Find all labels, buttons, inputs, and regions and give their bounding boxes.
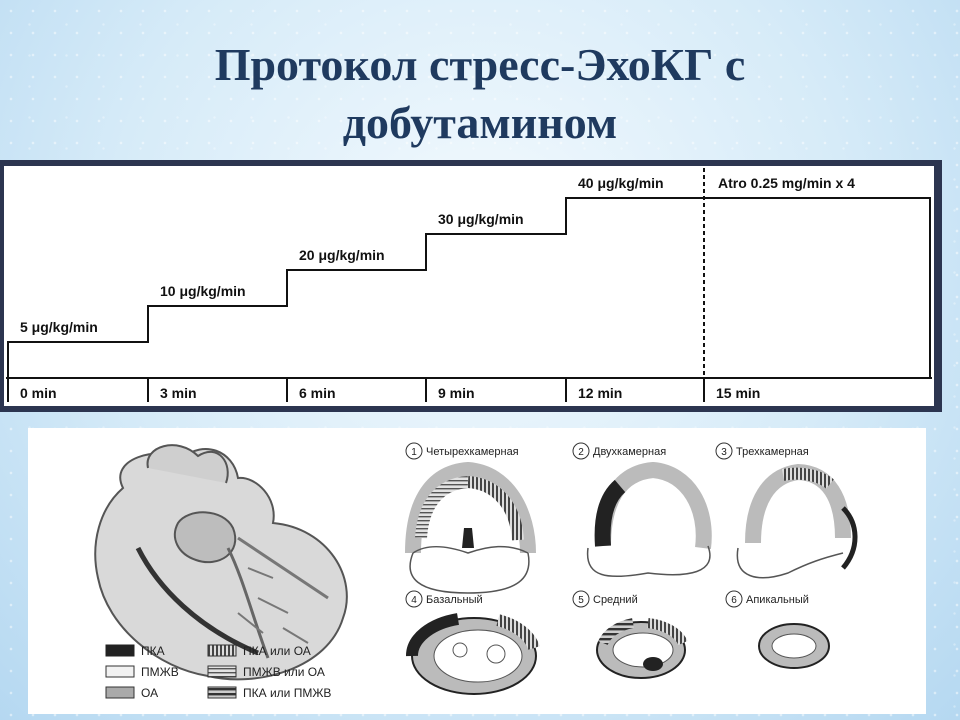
short-axis-apical-view	[758, 623, 830, 669]
time-label: 15 min	[716, 385, 760, 401]
view-label-5: Средний	[593, 594, 638, 606]
legend-label-rca-or-lcx: ПКА или ОА	[243, 644, 311, 658]
legend-label-rca: ПКА	[141, 644, 165, 658]
heart-illustration	[94, 444, 348, 681]
time-label: 0 min	[20, 385, 57, 401]
view-num-4: 4	[411, 595, 417, 606]
time-label: 9 min	[438, 385, 475, 401]
legend-swatch-rca	[105, 644, 135, 657]
short-axis-mid-view	[596, 618, 688, 679]
step-label: 20 μg/kg/min	[299, 247, 385, 263]
step-label: 40 μg/kg/min	[578, 175, 664, 191]
protocol-step-diagram: 5 μg/kg/min 10 μg/kg/min 20 μg/kg/min 30 μg…	[6, 168, 932, 402]
legend-label-lad-or-lcx: ПМЖВ или ОА	[243, 665, 325, 679]
title-line-1: Протокол стресс-ЭхоКГ с	[214, 39, 746, 90]
four-chamber-view	[405, 461, 536, 594]
view-label-2: Двухкамерная	[593, 446, 666, 458]
legend-swatch-lcx	[105, 686, 135, 699]
view-num-3: 3	[721, 447, 727, 458]
legend-swatch-rca-or-lcx	[207, 644, 237, 657]
short-axis-basal-view	[405, 613, 540, 695]
legend-swatch-rca-or-lad	[207, 686, 237, 699]
page-title: Протокол стресс-ЭхоКГ с добутамином	[0, 36, 960, 152]
view-label-1: Четырехкамерная	[426, 446, 519, 458]
step-label: 5 μg/kg/min	[20, 319, 98, 335]
coronary-territory-figure: ПКА ПМЖВ ОА ПКА или ОА ПМЖВ или ОА ПКА и…	[94, 442, 858, 700]
protocol-chart: 5 μg/kg/min 10 μg/kg/min 20 μg/kg/min 30 μg…	[4, 166, 934, 406]
protocol-panel: 5 μg/kg/min 10 μg/kg/min 20 μg/kg/min 30 μg…	[0, 160, 942, 412]
step-label: Atro 0.25 mg/min x 4	[718, 175, 855, 191]
legend-label-rca-or-lad: ПКА или ПМЖВ	[243, 686, 331, 700]
coronary-figure-panel: ПКА ПМЖВ ОА ПКА или ОА ПМЖВ или ОА ПКА и…	[28, 428, 926, 714]
legend-label-lcx: ОА	[141, 686, 158, 700]
step-label: 30 μg/kg/min	[438, 211, 524, 227]
view-label-6: Апикальный	[746, 594, 809, 606]
time-label: 3 min	[160, 385, 197, 401]
view-labels: 1 Четырехкамерная 2 Двухкамерная 3 Трехк…	[405, 442, 809, 608]
title-line-2: добутамином	[342, 97, 618, 148]
two-chamber-view	[586, 461, 712, 578]
view-num-6: 6	[731, 595, 737, 606]
time-label: 12 min	[578, 385, 622, 401]
legend-label-lad: ПМЖВ	[141, 665, 179, 679]
time-label: 6 min	[299, 385, 336, 401]
legend-swatch-lad-or-lcx	[207, 665, 237, 678]
legend-swatch-lad	[105, 665, 135, 678]
three-chamber-view	[736, 463, 858, 579]
view-label-4: Базальный	[426, 594, 483, 606]
view-num-2: 2	[578, 447, 584, 458]
view-label-3: Трехкамерная	[736, 446, 809, 458]
view-num-1: 1	[411, 447, 417, 458]
step-label: 10 μg/kg/min	[160, 283, 246, 299]
view-num-5: 5	[578, 595, 584, 606]
legend: ПКА ПМЖВ ОА ПКА или ОА ПМЖВ или ОА ПКА и…	[105, 644, 331, 700]
